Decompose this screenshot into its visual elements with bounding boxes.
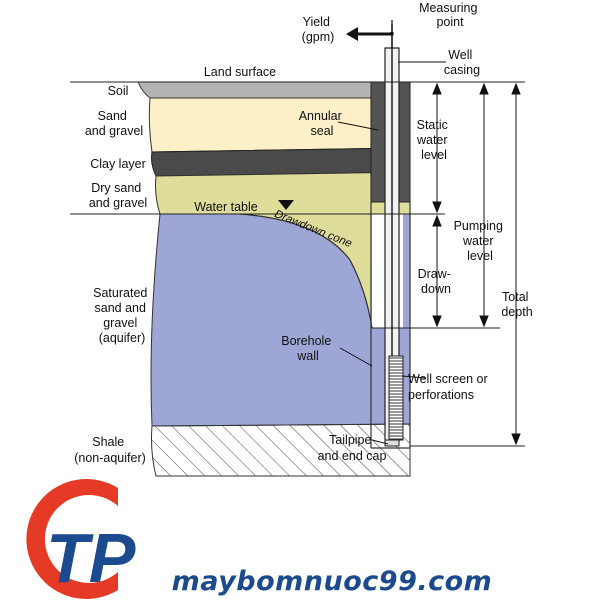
shale-label: Shale (non-aquifer) [74, 435, 146, 465]
soil-layer [137, 81, 411, 99]
yield-label: Yield (gpm) [302, 15, 335, 44]
drawdown-label: Draw- down [418, 267, 455, 296]
site-watermark: maybomnuoc99.com [172, 566, 493, 597]
well-screen-leader [401, 375, 427, 379]
annular-seal-label: Annular seal [299, 109, 346, 138]
soil-label: Soil [108, 84, 129, 98]
water-table-marker-icon [278, 200, 294, 210]
pumping-level-dimension [479, 82, 489, 328]
well-screen-label: Well screen or perforations [408, 372, 491, 402]
tailpipe-leader [371, 439, 389, 445]
drawdown-cone-region [240, 214, 372, 328]
drawdown-dimension [432, 214, 442, 328]
drawdown-cone-curve [239, 213, 373, 329]
tailpipe-label: Tailpipe and end cap [318, 433, 387, 463]
clay-layer-label: Clay layer [90, 157, 146, 171]
well-screen-background [389, 356, 403, 440]
logo-letters: TP [46, 519, 136, 597]
well-screen [389, 356, 403, 440]
static-water-level-label: Static water level [416, 118, 451, 162]
annular-seal-right [398, 81, 411, 203]
static-level-dimension [432, 82, 442, 214]
annular-seal-left [370, 81, 386, 203]
total-depth-dimension [511, 82, 521, 446]
land-surface-label: Land surface [204, 65, 276, 79]
end-cap [384, 439, 400, 447]
water-table-label: Water table [194, 200, 258, 214]
pumping-water-level-label: Pumping water level [454, 219, 507, 263]
total-depth-label: Total depth [501, 290, 532, 319]
saturated-aquifer-label: Saturated sand and gravel (aquifer) [93, 286, 151, 345]
yield-arrow-icon [356, 32, 394, 36]
logo-ring-red [26, 479, 118, 599]
aquifer-right-side [403, 214, 410, 328]
measuring-point-label: Measuring point [419, 1, 481, 29]
sand-gravel-label: Sand and gravel [85, 109, 143, 138]
borehole-wall-leader [339, 347, 373, 367]
borehole-wall-label: Borehole wall [281, 334, 335, 363]
shale-layer [151, 423, 411, 477]
dry-sand-gravel-label: Dry sand and gravel [89, 181, 147, 210]
annular-seal-leader [337, 121, 379, 131]
brand-logo: TP [26, 479, 136, 599]
well-casing-label: Well casing [444, 48, 480, 77]
yield-arrowhead [346, 27, 358, 41]
